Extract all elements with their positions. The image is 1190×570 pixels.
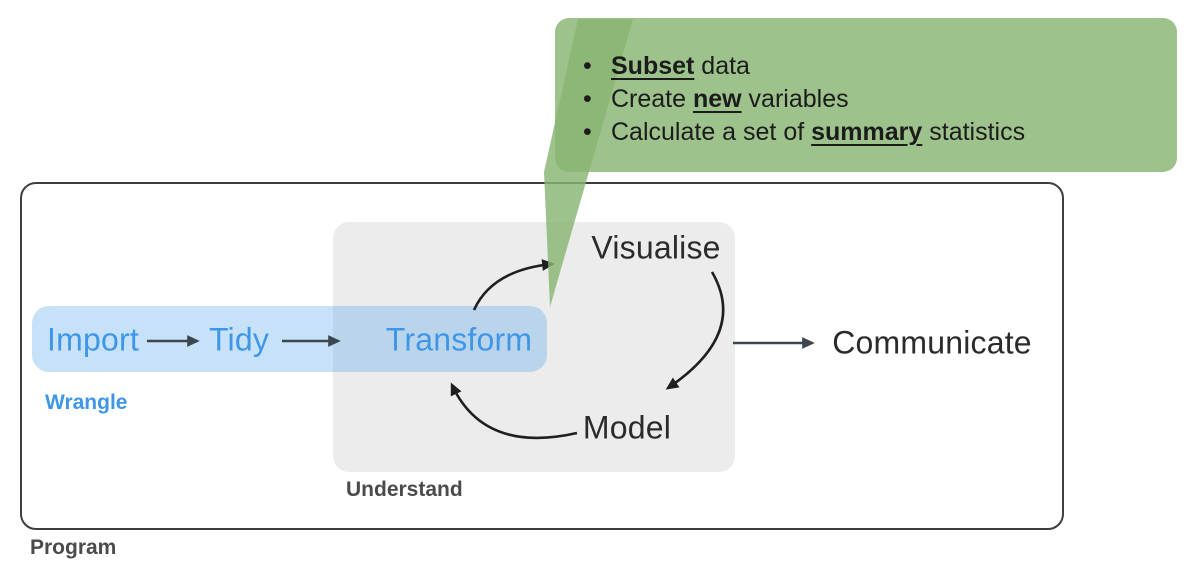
node-model: Model [582,409,672,446]
label-program: Program [30,536,117,559]
callout-bullet-subset: • Subset data [583,50,1163,83]
node-import: Import [47,321,139,358]
node-tidy: Tidy [208,321,270,358]
label-understand: Understand [346,478,463,501]
node-visualise: Visualise [591,229,721,266]
program-box [20,182,1064,530]
node-communicate: Communicate [832,324,1032,361]
bullet-dot-icon: • [583,118,592,146]
callout-bullet-summary-statistics: • Calculate a set of summary statistics [583,116,1163,149]
bullet-dot-icon: • [583,52,592,80]
callout-bullet-new-variables: • Create new variables [583,83,1163,116]
wrangle-highlight [32,306,547,372]
label-wrangle: Wrangle [45,391,128,414]
callout-bubble [555,18,1177,172]
node-transform: Transform [385,321,533,358]
callout-list: • Subset data • Create new variables • C… [583,50,1163,149]
bullet-dot-icon: • [583,85,592,113]
